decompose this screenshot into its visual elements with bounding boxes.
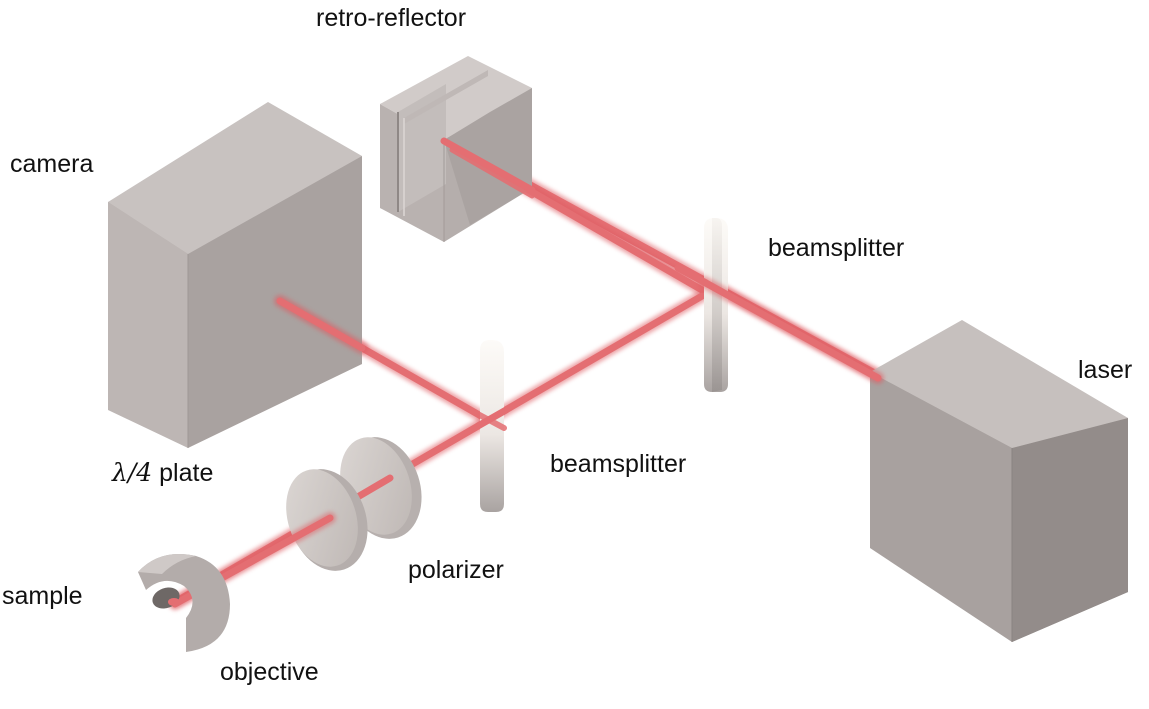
label-beamsplitter-top: beamsplitter bbox=[768, 234, 905, 262]
label-retro-reflector: retro-reflector bbox=[316, 4, 467, 32]
quarter-wave-word: plate bbox=[159, 459, 214, 487]
label-laser: laser bbox=[1078, 356, 1133, 384]
beam-front-bs-bottom bbox=[471, 406, 510, 431]
label-quarter-wave-plate: λ/4 plate bbox=[112, 460, 213, 486]
laser-box bbox=[870, 320, 1128, 642]
label-objective: objective bbox=[220, 658, 319, 686]
beamsplitter-top-plate bbox=[704, 218, 728, 392]
label-beamsplitter-bottom: beamsplitter bbox=[550, 450, 687, 478]
beam-reflector-inner bbox=[440, 137, 536, 199]
retro-reflector-prism bbox=[380, 56, 532, 242]
label-sample: sample bbox=[2, 582, 83, 610]
quarter-wave-symbol: λ/4 bbox=[112, 458, 153, 487]
objective-lens bbox=[138, 554, 230, 652]
beam-laser-front bbox=[674, 264, 884, 384]
beamsplitter-bottom-plate bbox=[480, 340, 504, 512]
beam-camera-front bbox=[274, 295, 368, 354]
label-polarizer: polarizer bbox=[408, 556, 504, 584]
label-camera: camera bbox=[10, 150, 94, 178]
camera-box bbox=[108, 102, 362, 448]
